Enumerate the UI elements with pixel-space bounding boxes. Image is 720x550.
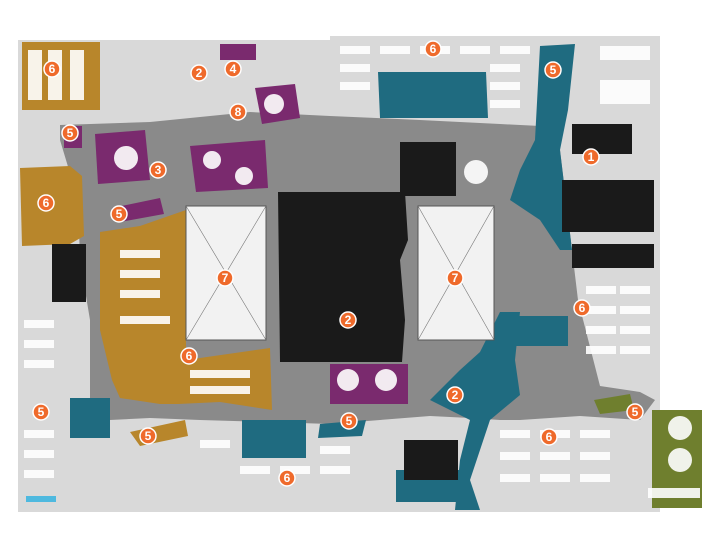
core-left: [52, 244, 86, 302]
desk-clusters: [24, 46, 700, 502]
marker-6[interactable]: 6: [278, 469, 296, 487]
marker-5[interactable]: 5: [139, 427, 157, 445]
marker-5[interactable]: 5: [340, 412, 358, 430]
marker-2[interactable]: 2: [339, 311, 357, 329]
zone-teal-lower: [430, 312, 520, 510]
svg-text:5: 5: [67, 126, 74, 140]
marker-2[interactable]: 2: [190, 64, 208, 82]
svg-text:6: 6: [546, 430, 553, 444]
core-right: [562, 180, 654, 232]
svg-text:6: 6: [579, 301, 586, 315]
svg-text:5: 5: [346, 414, 353, 428]
core-lower: [404, 440, 458, 480]
marker-7[interactable]: 7: [446, 269, 464, 287]
marker-6[interactable]: 6: [180, 347, 198, 365]
marker-1[interactable]: 1: [582, 148, 600, 166]
svg-text:6: 6: [43, 196, 50, 210]
svg-text:5: 5: [632, 405, 639, 419]
svg-text:5: 5: [550, 63, 557, 77]
zone-teal-mid-right: [508, 316, 568, 346]
marker-6[interactable]: 6: [37, 194, 55, 212]
core-right-upper: [572, 124, 632, 154]
marker-6[interactable]: 6: [573, 299, 591, 317]
marker-3[interactable]: 3: [149, 161, 167, 179]
zone-markers: 6 2 4 6 5 8 5 3 1 6 5 7 7 6 2 6 2 5 5 5 …: [32, 40, 644, 487]
marker-5[interactable]: 5: [544, 61, 562, 79]
core-top-right: [400, 142, 456, 196]
svg-text:4: 4: [230, 62, 237, 76]
zone-teal-right: [510, 44, 575, 250]
marker-2[interactable]: 2: [446, 386, 464, 404]
svg-text:6: 6: [49, 62, 56, 76]
svg-text:3: 3: [155, 163, 162, 177]
zone-purple-small: [220, 44, 256, 60]
svg-text:6: 6: [284, 471, 291, 485]
marker-8[interactable]: 8: [229, 103, 247, 121]
marker-7[interactable]: 7: [216, 269, 234, 287]
zone-olive-break: [594, 394, 634, 414]
core-central: [278, 192, 408, 362]
marker-5[interactable]: 5: [626, 403, 644, 421]
zone-teal-bottom: [242, 420, 306, 458]
marker-5[interactable]: 5: [61, 124, 79, 142]
svg-text:6: 6: [430, 42, 437, 56]
marker-6[interactable]: 6: [43, 60, 61, 78]
marker-5[interactable]: 5: [32, 403, 50, 421]
zone-teal-top: [378, 72, 488, 118]
marker-6[interactable]: 6: [540, 428, 558, 446]
marker-4[interactable]: 4: [224, 60, 242, 78]
svg-text:5: 5: [38, 405, 45, 419]
svg-text:6: 6: [186, 349, 193, 363]
svg-text:7: 7: [222, 271, 229, 285]
svg-text:2: 2: [345, 313, 352, 327]
core-right-lower: [572, 244, 654, 268]
svg-text:5: 5: [116, 207, 123, 221]
svg-text:8: 8: [235, 105, 242, 119]
zone-teal-left: [70, 398, 110, 438]
marker-6[interactable]: 6: [424, 40, 442, 58]
svg-text:2: 2: [452, 388, 459, 402]
svg-text:2: 2: [196, 66, 203, 80]
svg-text:1: 1: [588, 150, 595, 164]
zone-purple-mid: [190, 140, 268, 192]
marker-5[interactable]: 5: [110, 205, 128, 223]
svg-text:7: 7: [452, 271, 459, 285]
svg-text:5: 5: [145, 429, 152, 443]
